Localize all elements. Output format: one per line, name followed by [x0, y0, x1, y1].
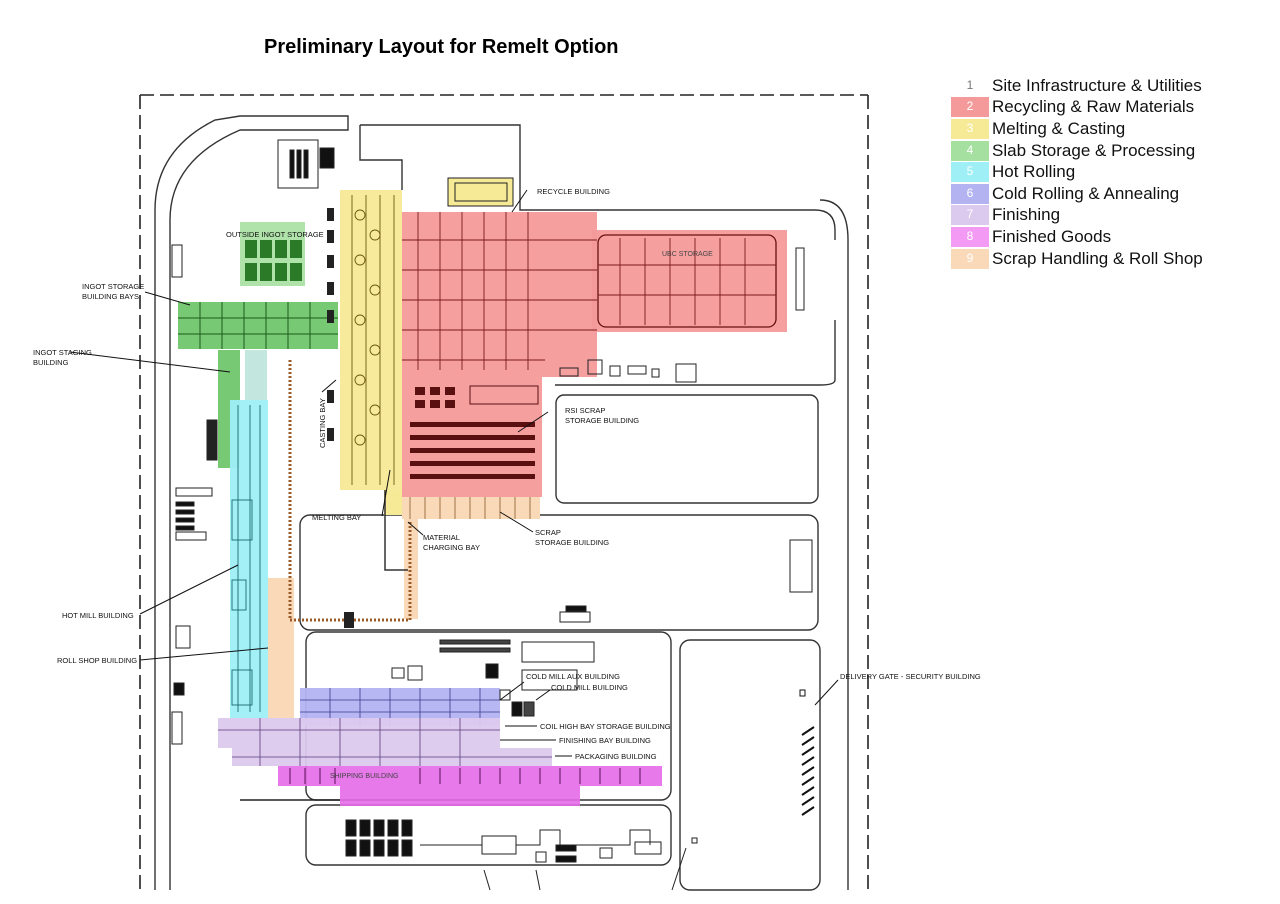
legend-label: Slab Storage & Processing: [992, 140, 1196, 160]
label-casting-bay: CASTING BAY: [318, 398, 327, 448]
label-packaging-building: PACKAGING BUILDING: [575, 752, 657, 761]
label-roll-shop-building: ROLL SHOP BUILDING: [57, 656, 137, 665]
label-ubc-storage: UBC STORAGE: [662, 251, 713, 258]
service-buildings-east: [559, 247, 813, 623]
label-shipping-building: SHIPPING BUILDING: [330, 773, 398, 780]
label-scrap-storage-1: SCRAP: [535, 528, 561, 537]
label-melting-bay: MELTING BAY: [312, 513, 361, 522]
legend-label: Scrap Handling & Roll Shop: [992, 248, 1203, 268]
label-delivery-gate: DELIVERY GATE - SECURITY BUILDING: [840, 672, 981, 681]
cold-mill-area-buildings: [391, 639, 595, 717]
label-material-charging-2: CHARGING BAY: [423, 543, 480, 552]
legend-swatch: 9: [951, 248, 989, 269]
legend-label: Hot Rolling: [992, 162, 1076, 182]
zone-melting-casting: [327, 190, 402, 515]
legend-label: Recycling & Raw Materials: [992, 97, 1195, 117]
label-rsi-scrap-1: RSI SCRAP: [565, 406, 605, 415]
label-recycle-building: RECYCLE BUILDING: [537, 187, 610, 196]
label-ingot-storage-bays-2: BUILDING BAYS: [82, 292, 139, 301]
legend-label: Cold Rolling & Annealing: [992, 183, 1180, 203]
legend-swatch: 8: [951, 226, 989, 247]
legend-label: Melting & Casting: [992, 118, 1126, 138]
zone-scrap-roll-shop: [245, 350, 540, 718]
page-title: Preliminary Layout for Remelt Option: [264, 36, 619, 58]
legend-label: Finished Goods: [992, 226, 1112, 246]
legend-swatch: 3: [951, 118, 989, 139]
legend-swatch: 6: [951, 183, 989, 204]
label-cold-mill-aux-building: COLD MILL AUX BUILDING: [526, 672, 620, 681]
site-boundary: [139, 94, 869, 890]
zone-finishing: [218, 718, 552, 766]
label-coil-high-bay: COIL HIGH BAY STORAGE BUILDING: [540, 722, 671, 731]
label-outside-ingot-storage: OUTSIDE INGOT STORAGE: [226, 230, 324, 239]
security-gate-area: [799, 689, 815, 816]
label-ingot-storage-bays-1: INGOT STORAGE: [82, 282, 144, 291]
zone-hot-rolling: [230, 350, 268, 718]
legend-swatch: 5: [951, 162, 989, 183]
legend-label: Site Infrastructure & Utilities: [992, 75, 1202, 95]
label-rsi-scrap-2: STORAGE BUILDING: [565, 416, 639, 425]
zone-recycling: [402, 212, 787, 497]
label-ingot-staging-2: BUILDING: [33, 358, 69, 367]
leader-lines: [69, 189, 839, 757]
label-ingot-staging-1: INGOT STAGING: [33, 348, 92, 357]
label-scrap-storage-2: STORAGE BUILDING: [535, 538, 609, 547]
zone-finished-goods: [240, 766, 662, 806]
legend-swatch: 4: [951, 140, 989, 161]
label-cold-mill-building: COLD MILL BUILDING: [551, 683, 628, 692]
service-buildings-west: [171, 244, 218, 745]
legend-swatch: 7: [951, 205, 989, 226]
legend-label: Finishing: [992, 205, 1061, 225]
legend-swatch: 2: [951, 97, 989, 118]
label-material-charging-1: MATERIAL: [423, 533, 460, 542]
legend-swatch: 1: [951, 75, 989, 96]
label-hot-mill-building: HOT MILL BUILDING: [62, 611, 134, 620]
service-buildings-north: [277, 139, 514, 207]
label-finishing-bay: FINISHING BAY BUILDING: [559, 736, 651, 745]
south-utilities: [345, 819, 698, 891]
